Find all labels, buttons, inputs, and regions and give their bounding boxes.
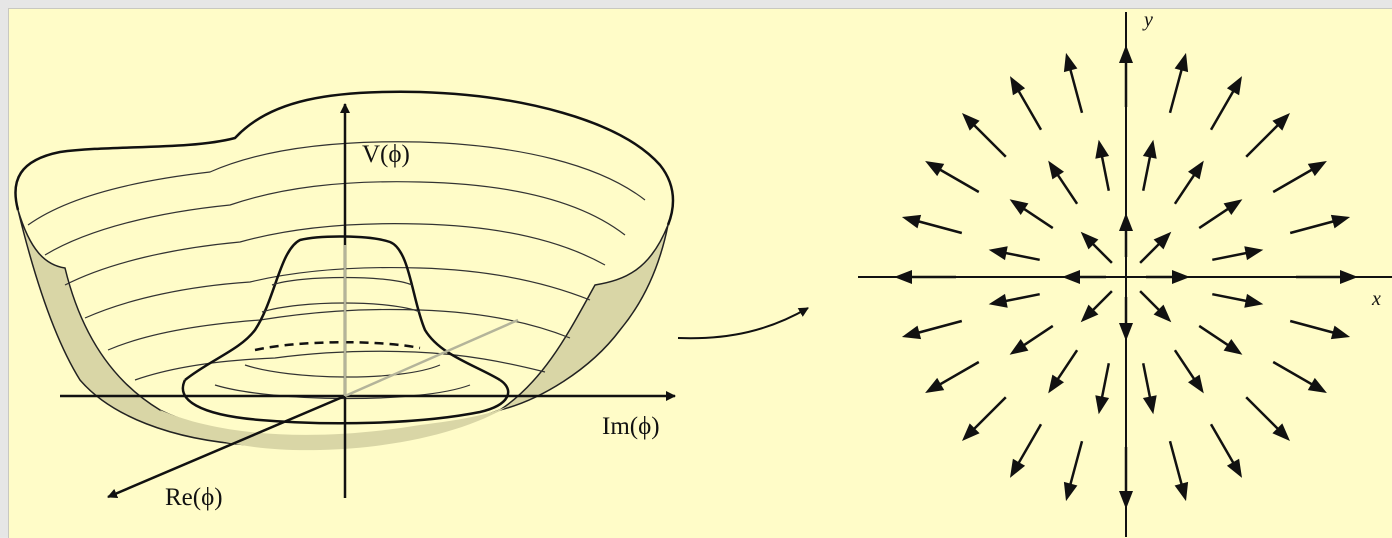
field-arrow-head bbox=[925, 378, 944, 393]
field-arrow-head bbox=[1224, 339, 1243, 355]
field-arrow-head bbox=[1119, 45, 1133, 63]
field-arrow-head bbox=[1119, 323, 1133, 341]
field-arrow-head bbox=[1308, 378, 1327, 393]
ring-dashed-back bbox=[255, 342, 420, 350]
field-arrow-head bbox=[1010, 459, 1025, 478]
field-arrow-head bbox=[1244, 246, 1263, 260]
field-arrow-head bbox=[1340, 270, 1358, 284]
y-axis-label: y bbox=[1142, 9, 1153, 31]
field-arrow-head bbox=[1175, 53, 1189, 72]
bowl-contours bbox=[28, 142, 645, 380]
re-axis-label: Re(ϕ) bbox=[165, 484, 223, 511]
field-arrow-head bbox=[1095, 140, 1109, 159]
mexican-hat-potential: V(ϕ) Im(ϕ) Re(ϕ) bbox=[15, 92, 675, 511]
re-axis-back bbox=[345, 320, 518, 396]
x-axis-label: x bbox=[1371, 288, 1381, 310]
field-arrow-head bbox=[1172, 270, 1190, 284]
field-arrow-head bbox=[1048, 161, 1064, 180]
field-arrow-head bbox=[1143, 395, 1157, 414]
field-arrow-head bbox=[1308, 161, 1327, 176]
field-arrow-head bbox=[1119, 491, 1133, 509]
field-arrow-head bbox=[902, 215, 921, 229]
field-arrow-head bbox=[1227, 76, 1242, 95]
field-arrow-head bbox=[1010, 199, 1029, 215]
field-arrow-head bbox=[1143, 140, 1157, 159]
field-arrow-head bbox=[1064, 53, 1078, 72]
field-arrow-head bbox=[925, 161, 944, 176]
field-arrow-head bbox=[1331, 215, 1350, 229]
field-arrow-head bbox=[902, 326, 921, 340]
field-arrow-head bbox=[989, 294, 1008, 308]
field-arrow-head bbox=[1010, 339, 1029, 355]
field-arrow-head bbox=[989, 246, 1008, 260]
bowl-shaded-side-right bbox=[500, 225, 668, 410]
field-arrow-head bbox=[1175, 482, 1189, 501]
field-arrow-head bbox=[1224, 199, 1243, 215]
field-arrow-head bbox=[1048, 375, 1064, 394]
field-arrow-head bbox=[1062, 270, 1080, 284]
field-arrow-head bbox=[1227, 459, 1242, 478]
im-axis-label: Im(ϕ) bbox=[602, 413, 660, 440]
field-arrow-head bbox=[1244, 294, 1263, 308]
radial-vector-field: x y bbox=[858, 9, 1392, 537]
field-arrow-head bbox=[894, 270, 912, 284]
field-arrow-head bbox=[1095, 395, 1109, 414]
central-hump bbox=[185, 236, 500, 380]
field-arrow-head bbox=[1188, 375, 1204, 394]
field-arrow-head bbox=[1010, 76, 1025, 95]
bowl-shaded-side-left bbox=[18, 210, 500, 447]
field-arrow-head bbox=[1119, 213, 1133, 231]
v-axis-label: V(ϕ) bbox=[362, 141, 410, 168]
mapping-arrow bbox=[678, 308, 808, 338]
field-arrow-head bbox=[1331, 326, 1350, 340]
field-arrow-head bbox=[1064, 482, 1078, 501]
field-arrow-head bbox=[1188, 161, 1204, 180]
